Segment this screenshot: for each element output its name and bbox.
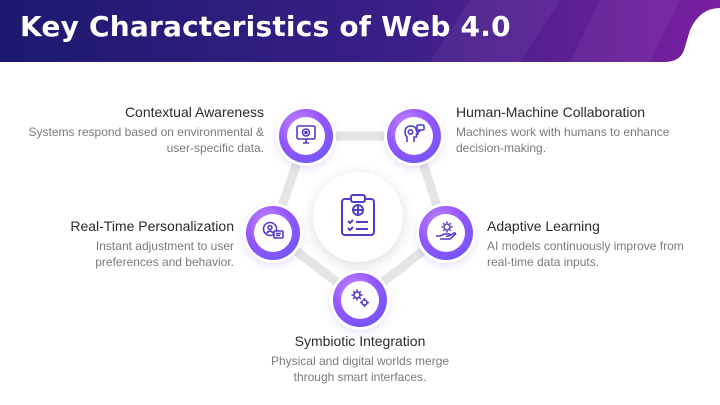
label-real-time-personalization: Real-Time Personalization Instant adjust… [0,217,234,270]
item-title: Human-Machine Collaboration [456,104,646,120]
item-title: Real-Time Personalization [70,218,234,234]
label-contextual-awareness: Contextual Awareness Systems respond bas… [24,103,264,156]
item-description: Machines work with humans to enhance dec… [456,125,670,155]
node-symbiotic-integration [333,273,387,327]
header-banner: Key Characteristics of Web 4.0 [0,0,720,64]
item-description: Physical and digital worlds merge throug… [270,354,450,384]
item-title: Adaptive Learning [487,218,600,234]
hand-gear-icon [434,219,458,248]
item-title: Symbiotic Integration [294,333,426,349]
clipboard-globe-checklist-icon [338,193,378,242]
item-description: Instant adjustment to user preferences a… [95,239,234,269]
user-profile-card-icon [261,219,285,248]
page-title: Key Characteristics of Web 4.0 [20,10,511,43]
node-contextual-awareness [279,109,333,163]
label-adaptive-learning: Adaptive Learning AI models continuously… [487,217,687,270]
gears-icon [348,286,372,315]
node-adaptive-learning [419,206,473,260]
item-description: AI models continuously improve from real… [487,239,684,269]
label-human-machine-collaboration: Human-Machine Collaboration Machines wor… [456,103,696,156]
label-symbiotic-integration: Symbiotic Integration Physical and digit… [240,332,480,385]
item-title: Contextual Awareness [124,104,264,120]
node-human-machine-collaboration [387,109,441,163]
node-real-time-personalization [246,206,300,260]
item-description: Systems respond based on environmental &… [28,125,264,155]
center-hub [313,172,403,262]
monitor-target-icon [294,122,318,151]
head-gear-chat-icon [402,122,426,151]
